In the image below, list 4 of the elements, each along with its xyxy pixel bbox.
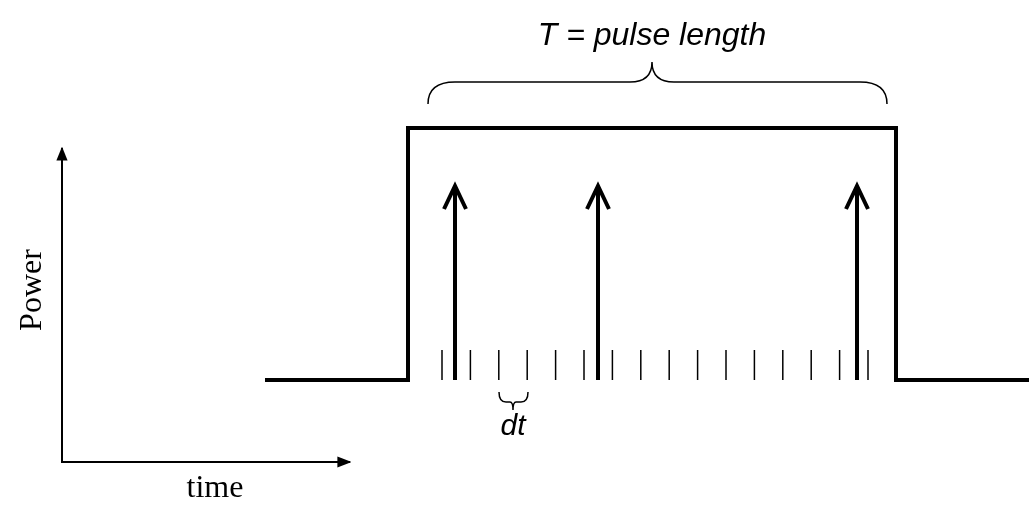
- time-step-label: dt: [500, 410, 526, 440]
- axis-label: Power: [14, 249, 46, 331]
- pulse-length-label: T = pulse length: [537, 18, 767, 50]
- axis-label: time: [186, 470, 244, 502]
